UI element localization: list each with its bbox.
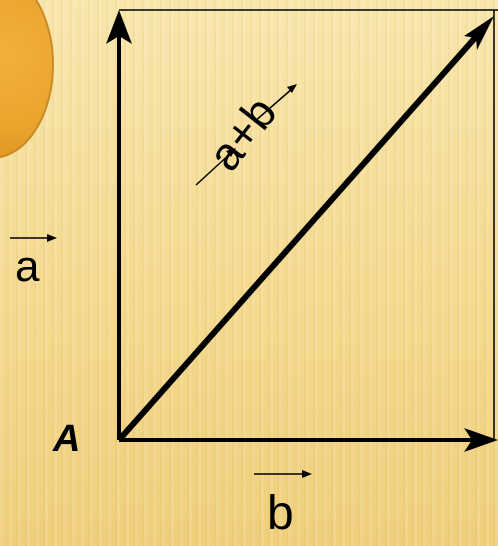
label-sum-overarrow-b [253, 84, 297, 123]
vector-a-label: a [15, 242, 40, 291]
vector-b-label: b [267, 487, 294, 540]
label-a-overarrow [10, 234, 57, 242]
vector-a-arrowhead [106, 10, 132, 44]
vector-sum-arrowhead [464, 16, 494, 50]
point-a-label: A [53, 418, 81, 460]
orange-circle-decoration [0, 0, 54, 159]
label-sum-overarrow-a [195, 148, 236, 186]
vector-b-arrowhead [464, 428, 498, 452]
label-b-overarrow [254, 470, 312, 478]
vector-sum-line [116, 28, 485, 442]
